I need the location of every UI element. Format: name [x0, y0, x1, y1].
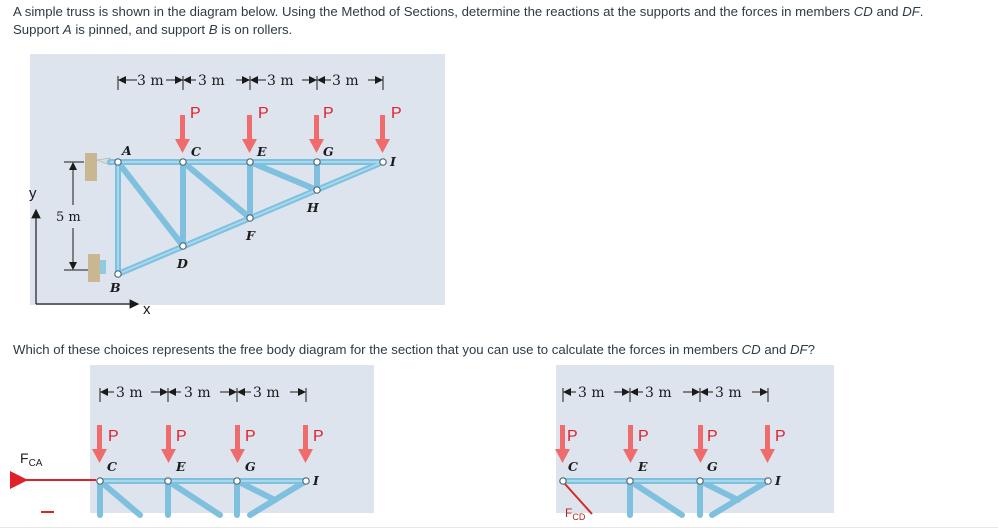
choice-1-panel[interactable] [90, 365, 374, 513]
support-text-2: is pinned, and support [71, 22, 209, 37]
question-text: A simple truss is shown in the diagram b… [13, 3, 998, 39]
question-2-member-df: DF [790, 342, 808, 357]
question-line1-text: A simple truss is shown in the diagram b… [13, 4, 854, 19]
support-text-1: Support [13, 22, 63, 37]
question-2-and: and [760, 342, 791, 357]
page-divider [0, 527, 998, 528]
choice-1-force-label: FCA [20, 450, 43, 469]
choice-2-panel[interactable] [556, 365, 834, 513]
question-line-1: A simple truss is shown in the diagram b… [13, 3, 998, 21]
question-2-text: Which of these choices represents the fr… [13, 341, 815, 359]
support-a-label: A [62, 22, 72, 37]
question-2-mark: ? [807, 342, 815, 357]
support-text-3: is on rollers. [217, 22, 293, 37]
question-period: . [919, 4, 924, 19]
support-b-label: B [208, 22, 218, 37]
question-line-2: Support A is pinned, and support B is on… [13, 21, 998, 39]
question-2-member-cd: CD [741, 342, 761, 357]
member-df-label: DF [902, 4, 920, 19]
question-2-body: Which of these choices represents the fr… [13, 342, 742, 357]
question-and-text: and [872, 4, 903, 19]
member-cd-label: CD [853, 4, 873, 19]
truss-diagram-panel [30, 54, 445, 305]
choice-1-force-fca: FCA [9, 450, 96, 513]
